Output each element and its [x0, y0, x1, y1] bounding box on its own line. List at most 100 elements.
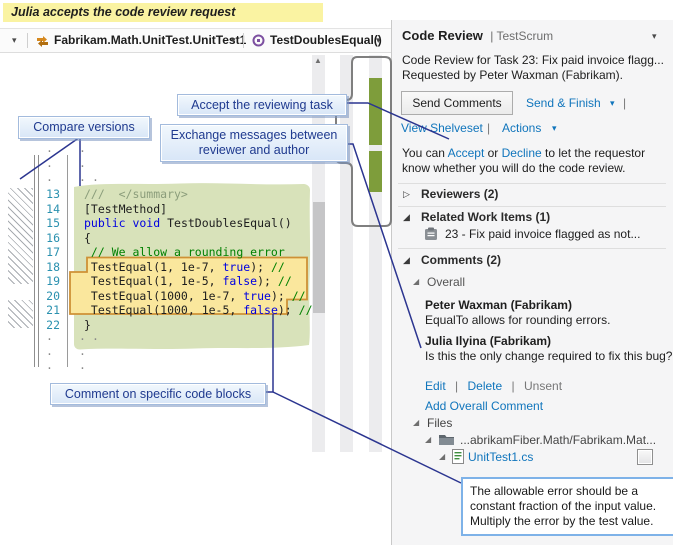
panel-subtitle: | TestScrum	[490, 29, 554, 43]
caption-banner: Julia accepts the code review request	[3, 3, 323, 22]
overall-group-label[interactable]: Overall	[427, 275, 466, 289]
comment-author: Julia Ilyina (Fabrikam)	[425, 334, 552, 348]
view-shelveset-link[interactable]: View Shelveset	[401, 121, 483, 135]
scroll-up-icon[interactable]: ▲	[314, 56, 322, 65]
padding-row: ..	[46, 358, 86, 372]
code-review-panel: Code Review | TestScrum ▾ Code Review fo…	[391, 20, 673, 545]
accept-decline-paragraph: You can Accept or Decline to let the req…	[402, 146, 670, 176]
line-number: 14	[46, 201, 60, 216]
panel-menu-chevron-icon[interactable]: ▾	[652, 31, 657, 41]
code-line: 14[TestMethod]	[0, 202, 390, 217]
code-comment-highlight	[69, 256, 308, 315]
unsent-status: Unsent	[524, 379, 563, 393]
callout-comment-blocks: Comment on specific code blocks	[50, 383, 266, 405]
files-group-label[interactable]: Files	[427, 416, 453, 430]
comment-action-row: Edit | Delete | Unsent	[425, 379, 562, 393]
scrollbar-thumb[interactable]	[313, 202, 325, 313]
member-dropdown[interactable]: TestDoublesEqual()	[270, 33, 382, 47]
send-comments-button[interactable]: Send Comments	[401, 91, 513, 115]
section-divider	[398, 248, 666, 249]
expanded-icon[interactable]: ◢	[403, 255, 410, 265]
padding-row: ...	[46, 329, 99, 343]
editor-navigation-bar: ▾ Fabrikam.Math.UnitTest.UnitTest1 ▾ Tes…	[0, 28, 391, 53]
accept-link[interactable]: Accept	[447, 146, 485, 160]
section-related-work-items[interactable]: Related Work Items (1)	[421, 210, 551, 224]
line-number: 21	[46, 303, 60, 317]
divider	[243, 33, 244, 48]
chevron-down-icon[interactable]: ▾	[12, 35, 17, 45]
comment-text: EqualTo allows for rounding errors.	[425, 313, 611, 327]
deleted-region-hatch	[8, 188, 33, 284]
folder-path[interactable]: ...abrikamFiber.Math/Fabrikam.Mat...	[460, 433, 657, 447]
divider: |	[511, 379, 515, 393]
expanded-icon[interactable]: ◢	[403, 212, 410, 222]
section-reviewers[interactable]: Reviewers (2)	[421, 187, 499, 201]
line-number: 13	[46, 187, 60, 201]
deleted-region-hatch	[8, 300, 33, 328]
file-link[interactable]: UnitTest1.cs	[468, 450, 534, 464]
gutter-divider	[34, 155, 39, 367]
send-and-finish-link[interactable]: Send & Finish	[526, 96, 601, 110]
callout-compare-versions: Compare versions	[18, 116, 150, 139]
padding-row: ..	[46, 343, 86, 358]
line-number: 22	[46, 317, 60, 332]
collapsed-icon[interactable]: ▷	[403, 189, 410, 199]
line-number: 16	[46, 230, 60, 245]
work-item-icon	[425, 227, 437, 240]
line-number: 17	[46, 245, 60, 259]
delete-link[interactable]: Delete	[467, 379, 503, 393]
callout-exchange-messages: Exchange messages between reviewer and a…	[160, 124, 348, 162]
line-number: 18	[46, 259, 60, 274]
diff-highlight-layer	[69, 183, 311, 350]
actions-link[interactable]: Actions	[502, 121, 542, 135]
gutter-divider	[67, 155, 68, 367]
folder-icon	[439, 435, 454, 445]
code-line: 21 TestEqual(1000, 1e-5, false); //	[0, 303, 390, 318]
code-line: 20 TestEqual(1000, 1e-7, true); //	[0, 289, 390, 304]
type-dropdown[interactable]: Fabrikam.Math.UnitTest.UnitTest1	[54, 33, 247, 47]
panel-title: Code Review	[402, 28, 483, 43]
expanded-icon[interactable]: ◢	[413, 418, 420, 427]
line-number: 19	[46, 274, 60, 288]
line-number: 20	[46, 288, 60, 303]
decline-link[interactable]: Decline	[501, 146, 542, 160]
work-item-row[interactable]: 23 - Fix paid invoice flagged as not...	[445, 227, 641, 241]
comment-text: Is this the only change required to fix …	[425, 349, 673, 363]
add-overall-comment-link[interactable]: Add Overall Comment	[425, 399, 544, 413]
edit-link[interactable]: Edit	[425, 379, 446, 393]
send-finish-chevron-icon[interactable]: ▾	[610, 98, 615, 108]
code-line: 16{	[0, 231, 390, 246]
code-line: 17 // We allow a rounding error	[0, 245, 390, 260]
section-divider	[398, 183, 666, 184]
comment-tooltip: The allowable error should be a constant…	[461, 477, 673, 536]
panel-header: Code Review | TestScrum	[402, 28, 553, 43]
expanded-icon[interactable]: ◢	[425, 435, 432, 444]
chevron-down-icon[interactable]: ▾	[376, 35, 381, 45]
text: or	[484, 146, 502, 160]
padding-row: ...	[46, 170, 99, 184]
section-comments[interactable]: Comments (2)	[421, 253, 502, 267]
review-summary-line1: Code Review for Task 23: Fix paid invoic…	[402, 53, 664, 67]
divider: |	[455, 379, 459, 393]
code-line: 22}	[0, 318, 390, 333]
review-summary-line2: Requested by Peter Waxman (Fabrikam).	[402, 68, 623, 82]
method-icon	[252, 34, 265, 47]
code-line: 13/// </summary>	[0, 187, 390, 202]
file-checkbox[interactable]	[637, 449, 653, 465]
expanded-icon[interactable]: ◢	[439, 452, 446, 461]
chevron-down-icon[interactable]: ▾	[231, 35, 236, 45]
line-number: 15	[46, 216, 60, 230]
text: to let the requestor know whether you wi…	[402, 146, 646, 175]
cs-file-icon	[452, 449, 464, 464]
code-line: 18 TestEqual(1, 1e-7, true); //	[0, 260, 390, 275]
divider: |	[623, 96, 627, 110]
expanded-icon[interactable]: ◢	[413, 277, 420, 286]
divider	[27, 33, 28, 48]
actions-chevron-icon[interactable]: ▾	[552, 123, 557, 133]
comment-author: Peter Waxman (Fabrikam)	[425, 298, 572, 312]
class-icon	[37, 36, 48, 47]
text: You can	[402, 146, 448, 160]
